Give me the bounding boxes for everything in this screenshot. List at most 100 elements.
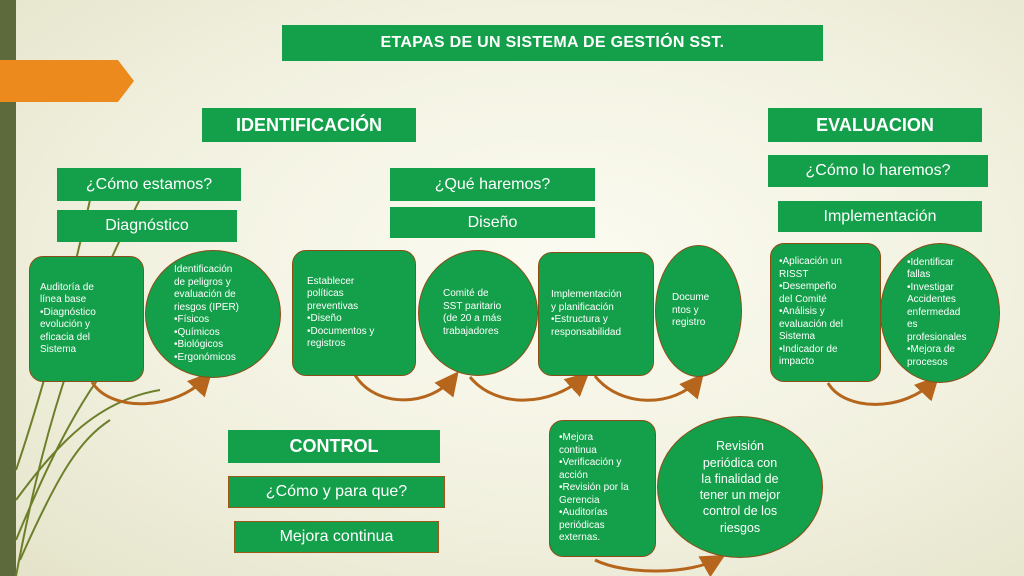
node-line: •Aplicación un <box>779 256 842 268</box>
node-line: •Desempeño <box>779 281 837 293</box>
node-line: •Físicos <box>174 314 210 325</box>
connector-4 <box>593 373 704 402</box>
node-line: Docume <box>672 292 710 304</box>
comite-node: Comité de SST paritario (de 20 a más tra… <box>418 250 538 376</box>
aplicacion-node: •Aplicación un RISST •Desempeño del Comi… <box>770 243 881 382</box>
node-line: evolución y <box>40 319 91 330</box>
mejora-node: •Mejora continua •Verificación y acción … <box>549 420 656 557</box>
orange-arrow-decoration <box>0 60 134 102</box>
implementacion-node: Implementación y planificación •Estructu… <box>538 252 654 376</box>
node-line: •Ergonómicos <box>174 351 236 363</box>
node-line: y planificación <box>551 301 614 313</box>
control-header-text: CONTROL <box>289 436 379 456</box>
node-line: registros <box>307 338 346 349</box>
diseno-label: Diseño <box>390 207 595 238</box>
node-line: (de 20 a más <box>443 313 502 324</box>
node-line: profesionales <box>907 331 967 343</box>
control-header: CONTROL <box>228 430 440 463</box>
node-line: es <box>907 319 918 331</box>
node-line: Auditoría de <box>40 281 94 293</box>
node-line: •Documentos y <box>307 325 375 337</box>
node-line: Identificación <box>174 264 233 275</box>
node-line: control de los <box>702 504 778 519</box>
node-line: trabajadores <box>443 325 499 337</box>
node-line: •Estructura y <box>551 314 608 325</box>
node-line: •Indicador de <box>779 343 838 355</box>
node-line: riesgos <box>719 520 761 535</box>
node-line: Sistema <box>40 344 77 355</box>
establecer-node: Establecer políticas preventivas •Diseño… <box>292 250 416 376</box>
como-y-para-que-text: ¿Cómo y para que? <box>265 483 408 500</box>
node-line: riesgos (IPER) <box>174 301 240 313</box>
connector-6 <box>594 555 726 576</box>
node-line: •Mejora de <box>907 344 955 356</box>
node-line: •Mejora <box>559 432 594 444</box>
como-estamos-text: ¿Cómo estamos? <box>85 175 213 193</box>
diagnostico-text: Diagnóstico <box>105 217 189 234</box>
node-line: fallas <box>907 269 931 281</box>
node-line: •Identificar <box>907 256 954 268</box>
node-line: del Comité <box>779 293 827 305</box>
node-line: •Auditorías <box>559 507 608 519</box>
node-line: Gerencia <box>559 494 600 506</box>
node-line: línea base <box>40 294 87 305</box>
node-line: preventivas <box>307 300 359 312</box>
node-line: SST paritario <box>443 300 502 312</box>
como-lo-haremos-text: ¿Cómo lo haremos? <box>805 162 951 179</box>
que-haremos-text: ¿Qué haremos? <box>434 175 551 193</box>
node-line: periódica con <box>702 455 778 470</box>
node-line: Sistema <box>779 331 816 343</box>
node-line: eficacia del <box>40 331 91 343</box>
node-line: la finalidad de <box>701 471 779 486</box>
side-bar-decoration <box>0 0 16 576</box>
node-line: Establecer <box>307 275 355 287</box>
node-line: evaluación del <box>779 318 843 330</box>
node-line: •Revisión por la <box>559 482 629 494</box>
node-line: evaluación de <box>174 289 236 300</box>
que-haremos-label: ¿Qué haremos? <box>390 168 595 201</box>
node-line: externas. <box>559 532 601 544</box>
node-line: registro <box>672 317 706 329</box>
connector-3 <box>468 371 590 402</box>
como-estamos-label: ¿Cómo estamos? <box>57 168 241 201</box>
como-lo-haremos-label: ¿Cómo lo haremos? <box>768 155 988 187</box>
node-line: responsabilidad <box>551 326 622 338</box>
node-line: •Biológicos <box>174 339 224 350</box>
node-line: RISST <box>779 268 809 280</box>
page-title: ETAPAS DE UN SISTEMA DE GESTIÓN SST. <box>282 25 823 61</box>
connector-5 <box>826 375 940 406</box>
node-line: •Químicos <box>174 326 220 338</box>
evaluacion-header: EVALUACION <box>768 108 982 142</box>
como-y-para-que-label: ¿Cómo y para que? <box>228 476 445 508</box>
implementacion-text: Implementación <box>823 207 937 225</box>
implementacion-label: Implementación <box>778 201 982 232</box>
diagnostico-label: Diagnóstico <box>57 210 237 242</box>
node-line: Accidentes <box>907 294 956 306</box>
identificar-fallas-node: •Identificar fallas •Investigar Accident… <box>880 243 1000 383</box>
node-line: •Investigar <box>907 281 954 293</box>
page-title-text: ETAPAS DE UN SISTEMA DE GESTIÓN SST. <box>380 34 725 51</box>
node-line: tener un mejor <box>699 488 781 502</box>
node-line: •Análisis y <box>779 306 825 318</box>
documentos-node: Docume ntos y registro <box>655 245 742 377</box>
node-line: •Diseño <box>307 313 342 324</box>
mejora-continua-text: Mejora continua <box>279 528 394 545</box>
node-line: acción <box>559 469 588 481</box>
connector-2 <box>353 371 459 402</box>
node-line: impacto <box>779 356 815 368</box>
node-line: ntos y <box>672 304 699 316</box>
node-line: •Verificación y <box>559 457 622 469</box>
node-line: políticas <box>307 288 344 299</box>
evaluacion-header-text: EVALUACION <box>816 114 934 135</box>
mejora-continua-label: Mejora continua <box>234 521 439 553</box>
node-line: procesos <box>907 356 948 368</box>
identificacion-peligros-node: Identificación de peligros y evaluación … <box>145 250 281 378</box>
identificacion-header-text: IDENTIFICACIÓN <box>236 114 382 135</box>
diseno-text: Diseño <box>467 213 518 231</box>
revision-node: Revisión periódica con la finalidad de t… <box>657 416 823 558</box>
node-line: Comité de <box>443 288 489 299</box>
auditoria-node: Auditoría de línea base •Diagnóstico evo… <box>29 256 144 382</box>
identificacion-header: IDENTIFICACIÓN <box>202 108 416 142</box>
node-line: continua <box>559 444 597 456</box>
node-line: de peligros y <box>174 276 231 288</box>
